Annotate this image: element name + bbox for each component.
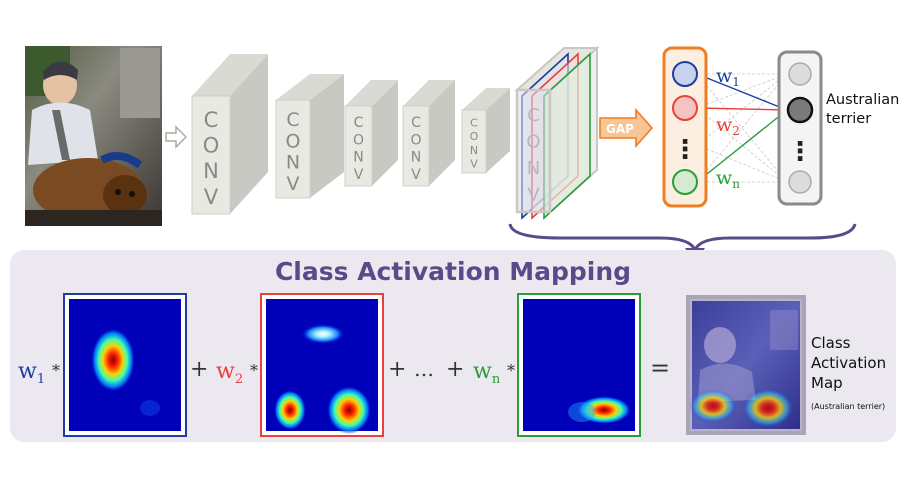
conv-block-front xyxy=(191,95,231,215)
eq-times-n: * xyxy=(507,361,515,380)
conv-letter: C xyxy=(204,108,219,132)
eq-plus-2: + xyxy=(388,357,406,382)
result-label: Class Activation Map xyxy=(811,334,891,392)
eq-times-1: * xyxy=(52,361,60,380)
weight-label-1: w1 xyxy=(716,65,740,89)
conv-block-top xyxy=(462,88,510,110)
gap-arrow: GAP xyxy=(599,107,654,149)
output-node-bottom xyxy=(788,170,812,194)
conv-block-top xyxy=(192,54,268,96)
conv-letter: C xyxy=(470,116,478,129)
output-node-terrier xyxy=(786,96,814,124)
gap-node-1 xyxy=(672,61,698,87)
weight-line-2 xyxy=(696,107,788,111)
output-node-top xyxy=(788,62,812,86)
output-node-ellipsis: ⋮ xyxy=(787,137,813,167)
conv-letter: C xyxy=(411,115,421,131)
conv-letter: N xyxy=(286,152,300,174)
weight-label-2: w2 xyxy=(716,114,740,138)
heatmap-1 xyxy=(63,293,187,437)
cam-title: Class Activation Mapping xyxy=(275,257,631,286)
conv-letter: O xyxy=(286,130,301,152)
conv-letter: C xyxy=(354,115,364,131)
projection-brace xyxy=(508,223,857,254)
conv-block-side xyxy=(486,88,510,173)
conv-block-side xyxy=(372,80,398,186)
heatmap-2 xyxy=(260,293,384,437)
eq-times-2: * xyxy=(250,361,258,380)
weight-line-1 xyxy=(696,73,788,111)
weight-line-n xyxy=(696,109,788,183)
input-arrow-icon xyxy=(165,125,187,149)
conv-letter: O xyxy=(470,130,479,143)
conv-block-side xyxy=(429,80,455,186)
gap-node-n xyxy=(672,169,698,195)
gap-layer: ⋮ xyxy=(662,46,708,208)
output-class-label: Australian terrier xyxy=(826,92,904,127)
conv-letter: O xyxy=(410,132,421,148)
conv-block-side xyxy=(310,74,344,198)
eq-weight-2: w2 xyxy=(216,359,243,387)
eq-plus-3: + xyxy=(446,357,464,382)
conv-letter: V xyxy=(411,167,421,183)
conv-letter: V xyxy=(527,185,540,206)
eq-plus-1: + xyxy=(190,357,208,382)
conv-block-front xyxy=(402,105,430,187)
gap-label: GAP xyxy=(606,122,634,136)
conv-letter: N xyxy=(411,150,421,166)
input-photo xyxy=(25,46,162,226)
eq-equals: = xyxy=(650,354,670,382)
gap-node-2 xyxy=(672,95,698,121)
conv-letter: N xyxy=(470,144,478,157)
conv-block-side xyxy=(230,54,268,214)
conv-letter: O xyxy=(203,134,220,158)
conv-block-front xyxy=(275,99,311,199)
conv-letter: N xyxy=(527,158,540,179)
conv-letter: V xyxy=(287,173,300,195)
conv-block-front xyxy=(344,105,373,187)
conv-letter: V xyxy=(204,185,219,209)
conv-letter: O xyxy=(526,132,540,153)
conv-letter: V xyxy=(354,167,364,183)
conv-letter: C xyxy=(527,105,540,126)
result-sublabel: (Australian terrier) xyxy=(811,402,885,411)
eq-weight-1: w1 xyxy=(18,359,45,387)
eq-ellipsis: … xyxy=(414,357,434,381)
conv-block-front xyxy=(461,109,487,174)
eq-weight-n: wn xyxy=(473,359,501,387)
output-layer: ⋮ xyxy=(777,50,823,206)
conv-block-top xyxy=(403,80,455,106)
cam-panel xyxy=(10,250,896,442)
weight-label-n: wn xyxy=(716,167,740,191)
fc-connections xyxy=(696,73,788,183)
conv-block-top xyxy=(345,80,398,106)
heatmap-n xyxy=(517,293,641,437)
conv-letter: V xyxy=(470,158,478,171)
conv-letter: O xyxy=(353,132,364,148)
gap-node-ellipsis: ⋮ xyxy=(672,135,698,165)
conv-block-top xyxy=(276,74,344,100)
class-activation-map-image xyxy=(686,295,806,435)
conv-letter: N xyxy=(353,150,363,166)
conv-letter: N xyxy=(203,159,219,183)
conv-letter: C xyxy=(286,109,299,131)
